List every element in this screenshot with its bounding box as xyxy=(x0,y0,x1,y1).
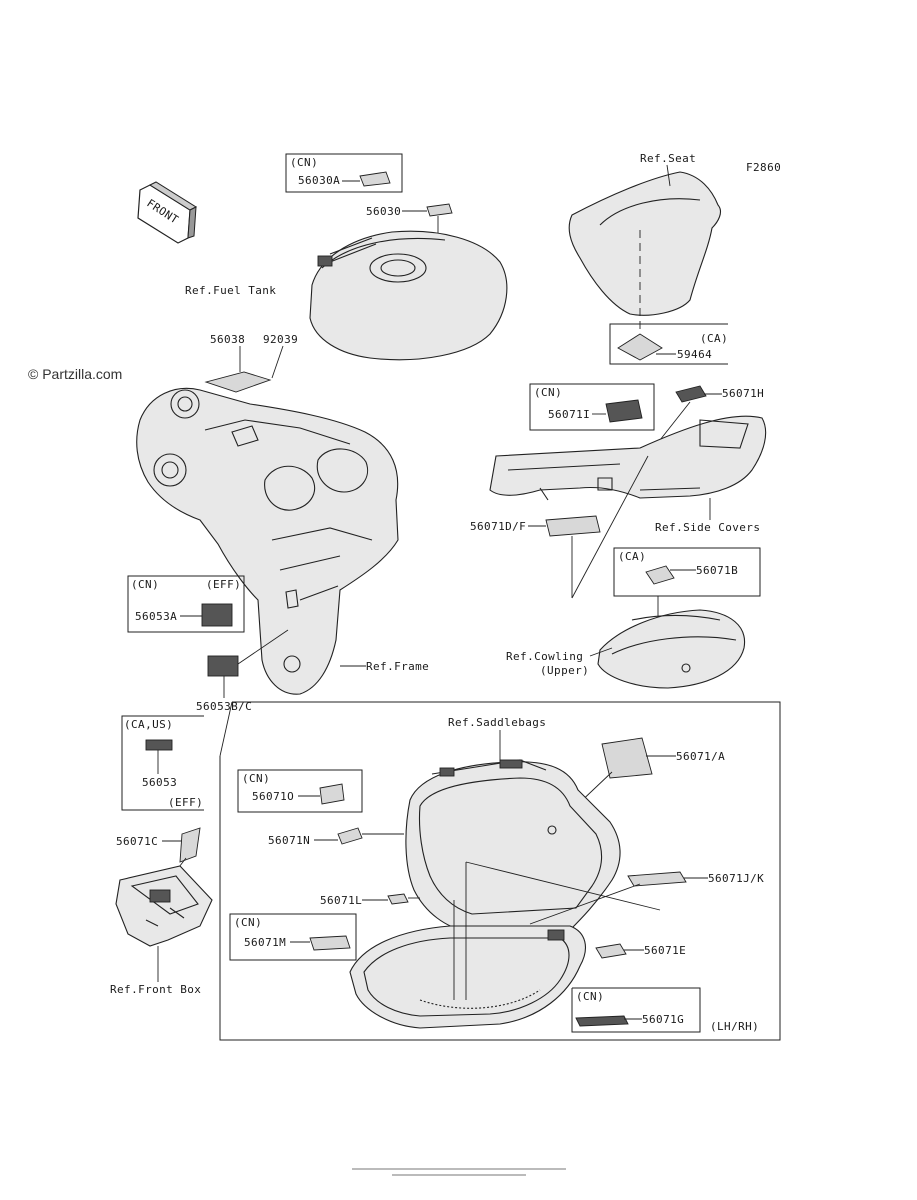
region-tag-cn: (CN) xyxy=(534,386,562,399)
decal-56071a xyxy=(601,737,653,779)
part-number-56071h: 56071H xyxy=(722,387,764,400)
callout-box-56053: (CA,US) 56053 (EFF) xyxy=(121,715,204,811)
lh-rh-note: (LH/RH) xyxy=(710,1020,759,1033)
part-number-56071o: 56071O xyxy=(252,790,294,803)
seat-drawing xyxy=(568,171,721,336)
footer-fine-print xyxy=(352,1168,566,1170)
ref-cowling-sub: (Upper) xyxy=(540,664,589,677)
decal-56053b-c xyxy=(207,655,239,677)
region-tag-cn: (CN) xyxy=(290,156,318,169)
callout-box-56071o: (CN) 56071O xyxy=(237,769,363,813)
decal-56071d-f xyxy=(545,515,601,537)
region-tag-cn: (CN) xyxy=(576,990,604,1003)
part-number-56071j-k: 56071J/K xyxy=(708,872,764,885)
decal-56071e xyxy=(595,943,627,959)
decal-56071l xyxy=(387,893,409,905)
front-arrow-icon: FRONT xyxy=(137,181,198,244)
saddlebag-drawing xyxy=(349,759,661,1029)
decal-56071h xyxy=(675,385,707,403)
ref-seat: Ref.Seat xyxy=(640,152,696,165)
part-number-56071n: 56071N xyxy=(268,834,310,847)
front-box-drawing xyxy=(115,865,213,947)
cowling-drawing xyxy=(597,609,746,689)
part-number-56030a: 56030A xyxy=(298,174,340,187)
callout-box-59464: (CA) 59464 xyxy=(609,323,728,365)
callout-box-56071g: (CN) 56071G xyxy=(571,987,701,1033)
ref-side-covers: Ref.Side Covers xyxy=(655,521,760,534)
fuel-tank-drawing xyxy=(309,230,508,361)
footer-fine-print-2 xyxy=(392,1174,526,1176)
watermark: © Partzilla.com xyxy=(28,366,122,382)
callout-box-56030a: (CN) 56030A xyxy=(285,153,403,193)
part-number-59464: 59464 xyxy=(677,348,712,361)
region-tag-eff: (EFF) xyxy=(168,796,203,809)
part-number-56071i: 56071I xyxy=(548,408,590,421)
part-number-56071m: 56071M xyxy=(244,936,286,949)
part-number-56053: 56053 xyxy=(142,776,177,789)
region-tag-cn: (CN) xyxy=(234,916,262,929)
decal-56030 xyxy=(426,203,453,217)
part-number-56071a: 56071/A xyxy=(676,750,725,763)
part-number-56071g: 56071G xyxy=(642,1013,684,1026)
part-number-56071l: 56071L xyxy=(320,894,362,907)
saddlebags-group-frame xyxy=(219,701,781,1041)
decal-56038 xyxy=(204,371,272,393)
frame-drawing xyxy=(136,387,399,695)
region-tag-cn: (CN) xyxy=(242,772,270,785)
side-covers-drawing xyxy=(489,415,767,501)
part-number-56071e: 56071E xyxy=(644,944,686,957)
part-number-56071d-f: 56071D/F xyxy=(470,520,526,533)
part-number-56030: 56030 xyxy=(366,205,401,218)
decal-56071c xyxy=(179,827,201,863)
ref-cowling: Ref.Cowling xyxy=(506,650,583,663)
part-number-92039: 92039 xyxy=(263,333,298,346)
callout-box-56053a: (CN) (EFF) 56053A xyxy=(127,575,245,633)
region-tag-ca: (CA) xyxy=(618,550,646,563)
decal-56071n xyxy=(337,827,363,845)
part-number-56038: 56038 xyxy=(210,333,245,346)
region-tag-eff: (EFF) xyxy=(206,578,241,591)
region-tag-ca: (CA) xyxy=(700,332,728,345)
callout-box-56071b: (CA) 56071B xyxy=(613,547,761,597)
ref-frame: Ref.Frame xyxy=(366,660,429,673)
region-tag-cn: (CN) xyxy=(131,578,159,591)
decal-56071j-k xyxy=(627,871,687,887)
part-number-56071c: 56071C xyxy=(116,835,158,848)
ref-fuel-tank: Ref.Fuel Tank xyxy=(185,284,276,297)
region-tag-ca-us: (CA,US) xyxy=(124,718,173,731)
part-number-56053b-c: 56053B/C xyxy=(196,700,252,713)
callout-box-56071i: (CN) 56071I xyxy=(529,383,655,431)
ref-front-box: Ref.Front Box xyxy=(110,983,201,996)
callout-box-56071m: (CN) 56071M xyxy=(229,913,357,961)
part-number-56071b: 56071B xyxy=(696,564,738,577)
figure-code: F2860 xyxy=(746,161,781,174)
ref-saddlebags: Ref.Saddlebags xyxy=(448,716,546,729)
part-number-56053a: 56053A xyxy=(135,610,177,623)
